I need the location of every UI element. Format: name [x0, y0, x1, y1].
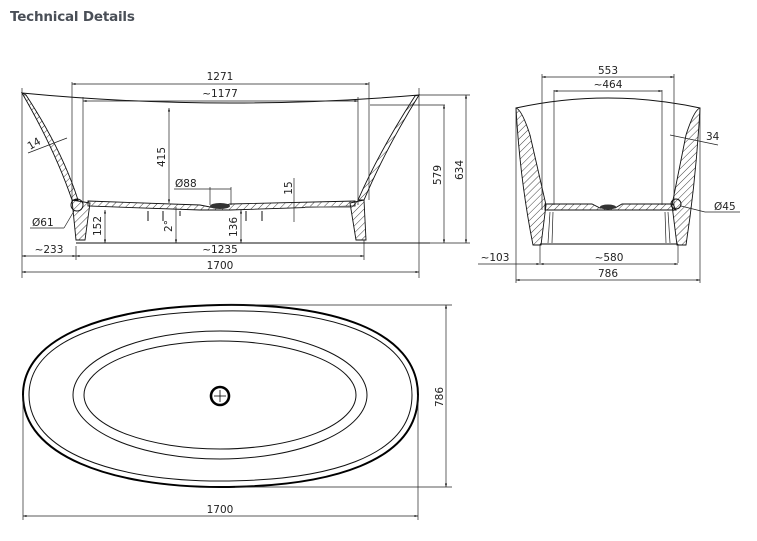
dim-overhang: ~233	[35, 244, 64, 256]
dim-base-height: 152	[92, 216, 104, 236]
tub-inner-rim	[28, 310, 413, 482]
side-left-wall-section	[515, 107, 547, 246]
dim-drain-diameter: Ø88	[175, 178, 197, 190]
dim-inner-height: 579	[432, 165, 444, 185]
front-view: 1271 ~1177 415 Ø88 15 14 Ø61 152 2° 136 …	[20, 71, 470, 278]
drain-icon	[209, 385, 231, 407]
dim-front-top-outer: 1271	[207, 71, 234, 83]
dim-front-top-inner: ~1177	[202, 88, 238, 100]
right-wall-section	[357, 94, 420, 201]
dim-side-overall-width: 786	[598, 268, 618, 280]
dim-side-top-inner: ~464	[594, 79, 623, 91]
side-floor-section	[544, 203, 677, 211]
side-view: 553 ~464 34 Ø45 ~103 ~580 786	[478, 65, 740, 283]
dim-floor-thickness: 15	[283, 181, 295, 194]
dim-top-overall-length: 1700	[207, 504, 234, 516]
dim-side-base-width: ~580	[595, 252, 624, 264]
drain	[210, 203, 230, 209]
dim-inner-depth: 415	[156, 147, 168, 167]
dim-drain-height: 136	[228, 217, 240, 237]
left-wall-section	[20, 91, 79, 201]
floor-section	[87, 200, 356, 211]
side-rib	[670, 198, 682, 210]
dim-base-rib: Ø61	[32, 217, 54, 229]
side-right-wall-section	[671, 107, 701, 246]
dim-overall-height: 634	[454, 160, 466, 180]
section-title: Technical Details	[10, 9, 135, 25]
dim-side-top-outer: 553	[598, 65, 618, 77]
side-drain	[600, 204, 616, 210]
top-view: 786 1700	[21, 303, 452, 520]
left-base-section	[71, 199, 91, 241]
dim-side-wall-thickness: 34	[706, 131, 720, 143]
tub-outer-rim	[21, 303, 420, 489]
tub-basin-outer	[72, 330, 368, 460]
dim-base-length: ~1235	[202, 244, 238, 256]
dim-wall-thickness: 14	[26, 135, 44, 152]
dim-top-overall-width: 786	[434, 387, 446, 407]
dim-side-overhang: ~103	[481, 252, 510, 264]
dim-side-base-rib: Ø45	[714, 201, 736, 213]
dim-overall-length: 1700	[207, 260, 234, 272]
dim-slope-angle: 2°	[163, 220, 175, 232]
tub-basin-inner	[83, 340, 357, 450]
